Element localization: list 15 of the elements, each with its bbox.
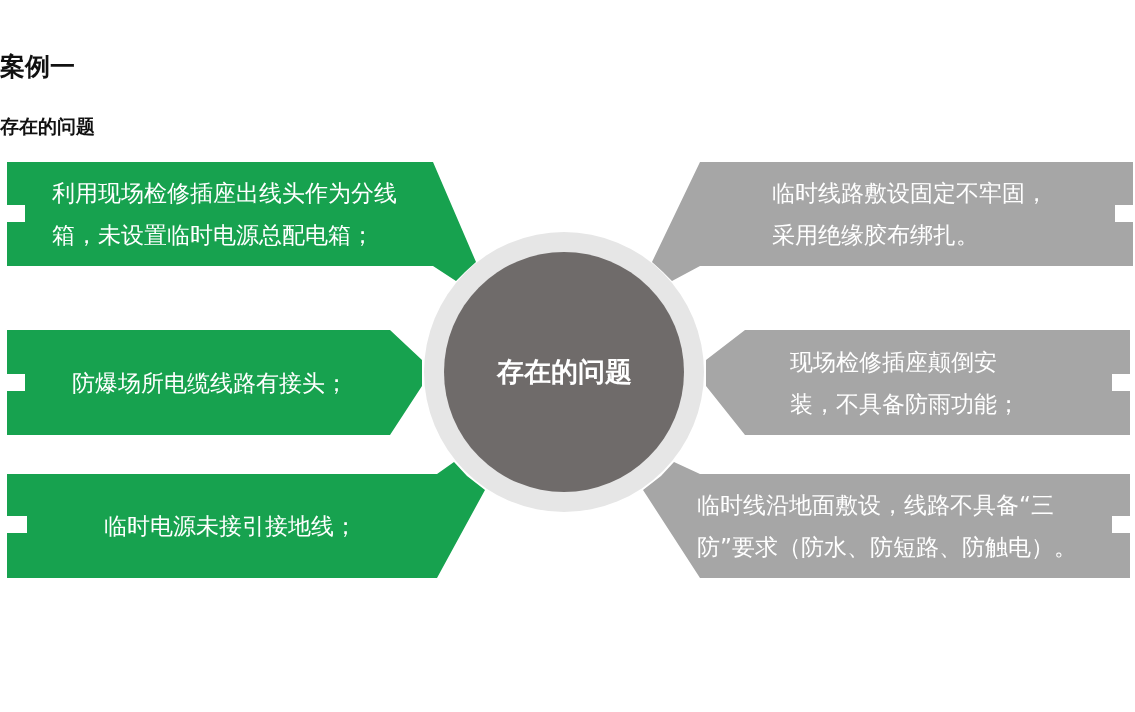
title: 案例一 <box>0 51 75 83</box>
banner-box <box>7 462 485 578</box>
banner-text: 临时电源未接引接地线； <box>103 512 357 541</box>
banner-box <box>7 162 476 281</box>
banner-text: 临时线路敷设固定不牢固，采用绝缘胶布绑扎。 <box>772 179 1049 250</box>
circle-label: 存在的问题 <box>496 355 632 389</box>
banner-text: 临时线沿地面敷设，线路不具备“三防”要求（防水、防短路、防触电）。 <box>697 491 1078 562</box>
subtitle: 存在的问题 <box>0 114 95 139</box>
banner-text: 防爆场所电缆线路有接头； <box>72 368 348 398</box>
banner-text: 现场检修插座颠倒安装，不具备防雨功能； <box>790 347 1021 419</box>
banner-text: 利用现场检修插座出线头作为分线箱，未设置临时电源总配电箱； <box>52 179 398 250</box>
banner-box <box>643 462 1130 578</box>
banner-box <box>652 162 1133 281</box>
banner-box <box>706 330 1130 435</box>
banner-box <box>7 330 422 435</box>
